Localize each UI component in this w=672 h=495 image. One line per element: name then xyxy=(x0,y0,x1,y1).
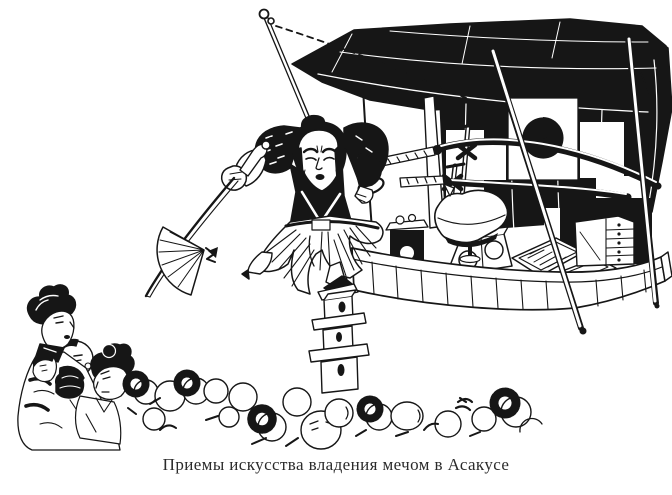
scribble-hair xyxy=(454,396,474,412)
head xyxy=(228,382,258,412)
head xyxy=(471,406,497,432)
fan xyxy=(156,226,218,296)
illustration-area xyxy=(17,8,672,451)
topknot xyxy=(300,114,325,131)
girl xyxy=(74,343,135,445)
head xyxy=(282,387,312,417)
head xyxy=(203,378,229,404)
woman-face xyxy=(41,310,75,350)
figure-caption: Приемы искусства владения мечом в Асакус… xyxy=(162,455,510,474)
stacked-boxes xyxy=(308,283,370,394)
katana-upper xyxy=(379,138,662,190)
head-ring-a xyxy=(122,370,159,405)
asakusa-engraving xyxy=(17,8,672,451)
girl-face xyxy=(92,365,129,401)
head xyxy=(142,407,166,431)
crowd-sketch xyxy=(127,397,481,447)
crowd xyxy=(17,284,543,451)
head-ring-d xyxy=(356,395,393,431)
banner-rope xyxy=(275,25,467,99)
chest-of-drawers xyxy=(574,211,635,267)
head-ring-e xyxy=(489,387,532,428)
head-ring-b xyxy=(173,369,210,405)
support-poles xyxy=(489,35,660,335)
head xyxy=(324,398,354,428)
performer xyxy=(220,114,389,295)
balanced-sword xyxy=(144,137,275,298)
child-face xyxy=(32,353,57,383)
head xyxy=(390,401,424,431)
spinning-top xyxy=(434,183,509,264)
hakama xyxy=(255,215,384,295)
head xyxy=(218,406,240,428)
head-ring-c xyxy=(247,404,287,442)
booth-canopy xyxy=(291,18,672,215)
